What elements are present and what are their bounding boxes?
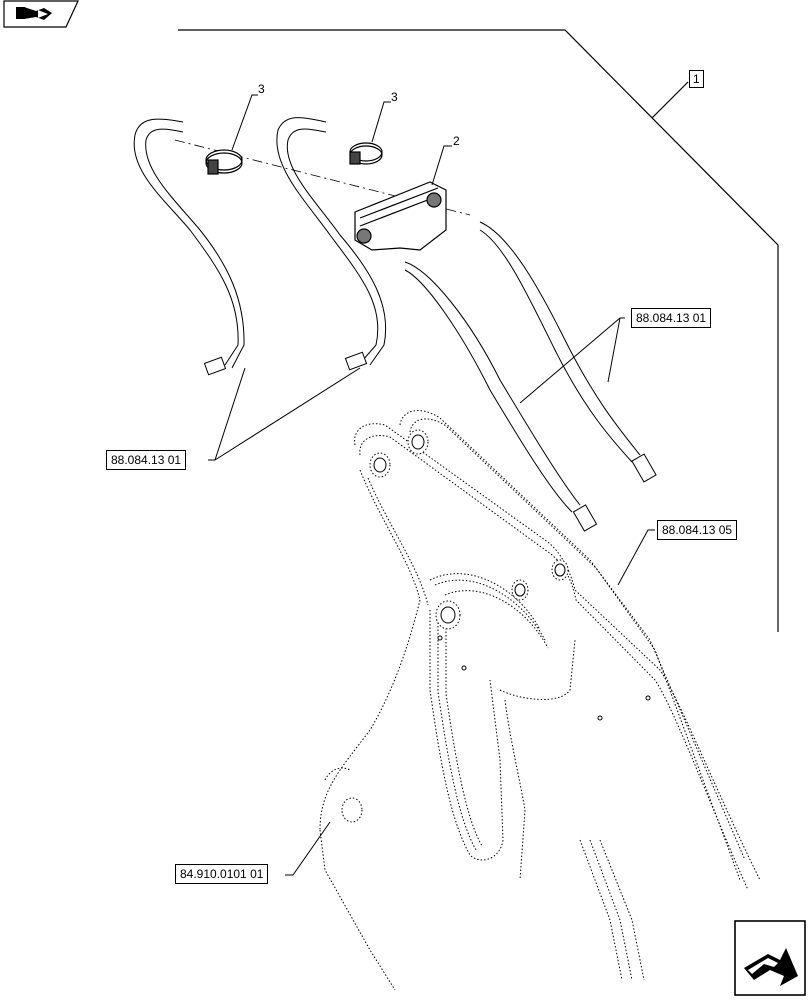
callout-clamp-right: 3 xyxy=(391,90,398,104)
ref-link-boom-upper[interactable]: 88.084.13 05 xyxy=(657,520,738,540)
next-page-arrow-icon[interactable] xyxy=(734,920,806,1001)
book-arrow-icon[interactable] xyxy=(0,0,80,33)
ref-link-boom-lower[interactable]: 84.910.0101 01 xyxy=(175,864,269,884)
ref-link-hoses-right[interactable]: 88.084.13 01 xyxy=(631,308,712,328)
reference-leaders xyxy=(208,317,655,876)
ref-link-hoses-left[interactable]: 88.084.13 01 xyxy=(106,450,187,470)
hose-right-1 xyxy=(404,261,598,532)
boom-assembly xyxy=(319,410,761,991)
item-number: 1 xyxy=(693,72,700,86)
item-frame xyxy=(178,29,779,632)
item-number-box: 1 xyxy=(689,70,704,88)
hose-left-1 xyxy=(133,118,245,376)
callout-bracket: 2 xyxy=(453,134,460,148)
boom-holes xyxy=(341,429,651,823)
bracket xyxy=(354,181,447,251)
hose-right-2 xyxy=(479,221,657,483)
clamp-right xyxy=(349,142,383,165)
callout-leaders xyxy=(231,94,452,186)
clamp-left xyxy=(205,149,243,175)
hose-left-2 xyxy=(276,117,387,371)
callout-clamp-left: 3 xyxy=(258,82,265,96)
